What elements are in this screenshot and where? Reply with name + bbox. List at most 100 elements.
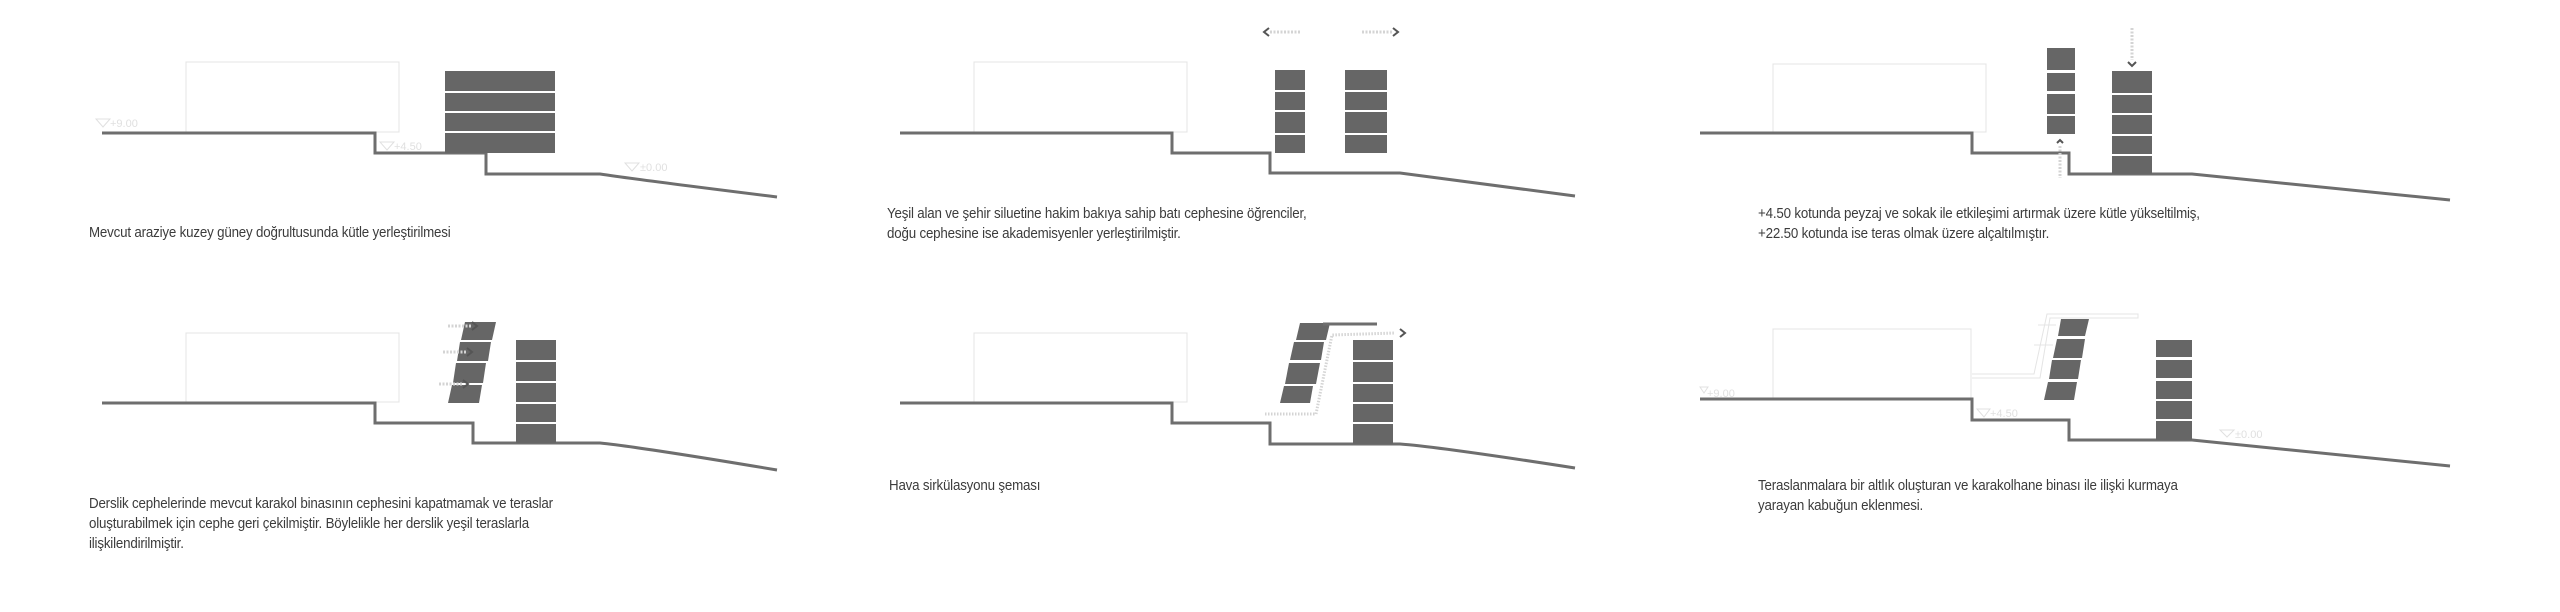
west-mass [1275, 70, 1305, 153]
floor-block [1345, 135, 1387, 153]
floor-block [516, 404, 556, 422]
arrow-right-icon [1399, 328, 1407, 338]
panel-5-section [900, 322, 1576, 470]
floor-block [2112, 115, 2152, 134]
floor-block [2156, 360, 2192, 378]
ground-line [900, 401, 1576, 470]
existing-building-outline [185, 61, 400, 133]
floor-block [1353, 424, 1393, 444]
floor-block [1353, 404, 1393, 422]
floor-block [2047, 94, 2075, 114]
floor-block [2044, 382, 2077, 400]
airflow-path [1265, 331, 1396, 416]
floor-block [516, 340, 556, 360]
level-marker-upper: +9.00 [94, 118, 138, 130]
floor-block [1275, 112, 1305, 133]
floor-block [516, 362, 556, 381]
caption-panel-4: Derslik cephelerinde mevcut karakol bina… [89, 496, 553, 552]
caption-panel-2: Yeşil alan ve şehir siluetine hakim bakı… [887, 206, 1307, 242]
floor-block [2058, 319, 2089, 336]
floor-block [2049, 360, 2081, 379]
floor-block [445, 93, 555, 111]
new-mass [445, 71, 555, 153]
existing-building-outline [1772, 328, 1972, 399]
level-marker-upper: +9.00 [1699, 386, 1735, 400]
arrow-right-icon [443, 347, 474, 357]
floor-block [2112, 156, 2152, 174]
school-mass [2156, 340, 2192, 440]
east-mass [1345, 70, 1387, 153]
floor-block [457, 342, 491, 361]
arrow-right-icon [439, 379, 470, 389]
ground-line [1700, 397, 2451, 468]
ground-line [900, 131, 1576, 198]
level-marker-middle: +4.50 [378, 141, 422, 153]
level-marker-street: ±0.00 [2218, 429, 2262, 441]
floor-block [1285, 363, 1320, 384]
level-label: +4.50 [1990, 408, 2018, 420]
arrow-right-icon [1362, 27, 1400, 37]
floor-block [448, 385, 482, 403]
caption-panel-3: +4.50 kotunda peyzaj ve sokak ile etkile… [1758, 206, 2200, 242]
arrow-right-icon [448, 321, 479, 331]
level-marker-street: ±0.00 [623, 162, 667, 174]
floor-block [516, 383, 556, 402]
floor-block [2156, 401, 2192, 419]
panel-2-section [900, 27, 1576, 198]
setback-mass [2044, 319, 2089, 400]
panel-1-section: +9.00 +4.50 ±0.00 [94, 61, 778, 199]
floor-block [1345, 92, 1387, 110]
floor-block [1345, 70, 1387, 90]
level-label: +9.00 [1707, 388, 1735, 400]
floor-block [1353, 340, 1393, 360]
existing-building-outline [1772, 63, 1987, 133]
floor-block [1275, 135, 1305, 153]
floor-block [445, 113, 555, 131]
floor-block [516, 424, 556, 443]
floor-block [2156, 340, 2192, 357]
caption-panel-6: Teraslanmalara bir altlık oluşturan ve k… [1758, 478, 2178, 514]
floor-block [2112, 136, 2152, 154]
floor-block [2156, 421, 2192, 440]
arrow-down-icon [2127, 28, 2137, 68]
floor-block [1275, 70, 1305, 90]
caption-panel-5: Hava sirkülasyonu şeması [889, 478, 1041, 494]
arrow-left-icon [1262, 27, 1300, 37]
existing-building-outline [973, 332, 1188, 403]
floor-block [2053, 339, 2085, 358]
arrow-up-icon [2056, 138, 2064, 178]
ground-line [1700, 131, 2451, 202]
floor-block [2112, 95, 2152, 113]
school-mass [1353, 340, 1393, 444]
floor-block [2047, 73, 2075, 91]
panel-6-section: +9.00 +4.50 ±0.00 [1699, 313, 2451, 468]
shell-outline [1972, 313, 2139, 379]
setback-mass [448, 322, 496, 403]
floor-block [2112, 71, 2152, 93]
existing-building-outline [973, 61, 1188, 133]
level-label: ±0.00 [640, 162, 667, 174]
level-label: +4.50 [394, 141, 422, 153]
floor-block [1280, 386, 1313, 403]
ground-line [102, 401, 778, 472]
floor-block [1353, 362, 1393, 382]
ground-line [102, 131, 778, 199]
level-label: ±0.00 [2235, 429, 2262, 441]
floor-block [445, 71, 555, 91]
floor-block [1290, 342, 1324, 360]
floor-block [1345, 112, 1387, 133]
school-mass [516, 340, 556, 443]
floor-block [453, 363, 486, 383]
floor-block [2047, 116, 2075, 134]
existing-building-outline [185, 332, 400, 403]
floor-block [1275, 92, 1305, 110]
raised-mass [2047, 48, 2075, 134]
floor-block [1296, 323, 1330, 340]
floor-block [1353, 384, 1393, 402]
panel-3-section [1700, 28, 2451, 202]
caption-panel-1: Mevcut araziye kuzey güney doğrultusunda… [89, 225, 451, 241]
setback-mass [1280, 323, 1330, 403]
floor-block [2156, 381, 2192, 399]
panel-4-section [102, 321, 778, 472]
